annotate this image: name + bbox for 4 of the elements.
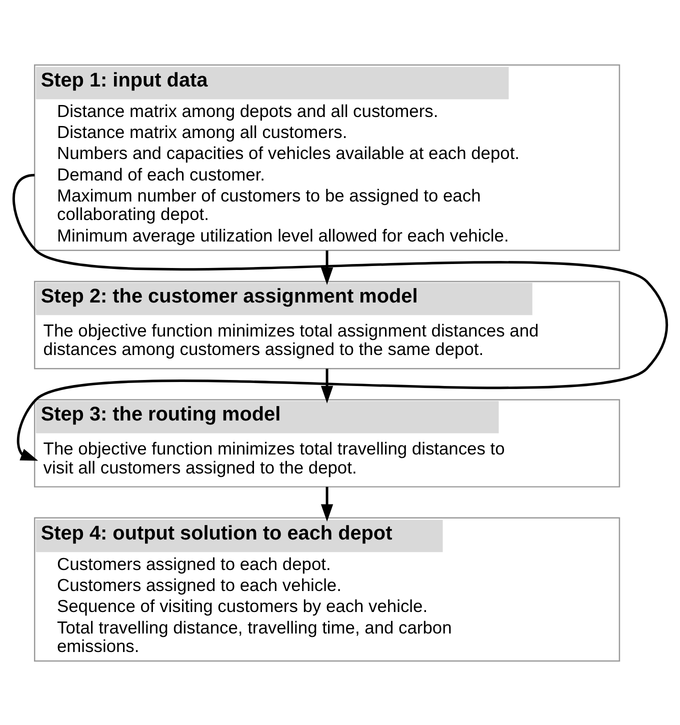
arrow bbox=[320, 486, 334, 522]
arrow bbox=[320, 250, 334, 284]
arrow bbox=[320, 368, 334, 403]
arrow bbox=[12, 173, 668, 460]
